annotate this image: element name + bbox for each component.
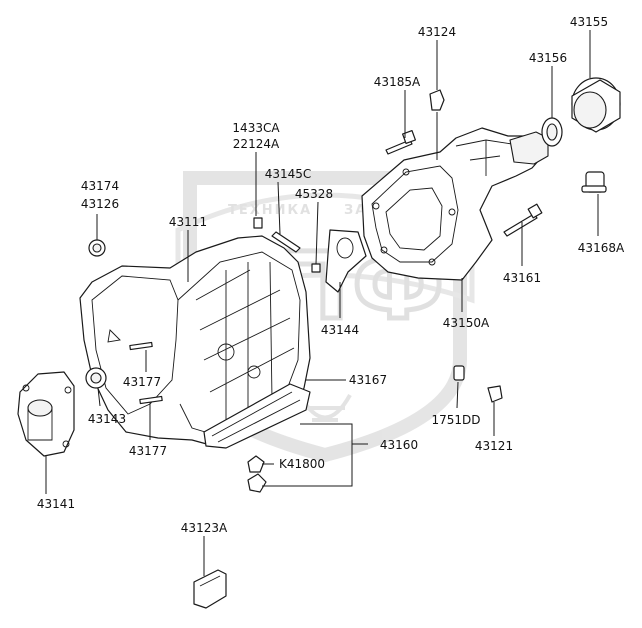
part-labels: 43124 43155 43156 43185A 1433CA 22124A 4…	[37, 15, 625, 535]
label-43121: 43121	[475, 439, 513, 453]
label-45328: 45328	[295, 187, 333, 201]
label-1751dd: 1751DD	[431, 413, 480, 427]
oil-pan	[203, 383, 311, 449]
bell-housing	[79, 235, 311, 447]
label-43123a: 43123A	[181, 521, 228, 535]
label-43174: 43174	[81, 179, 119, 193]
label-43124: 43124	[418, 25, 456, 39]
label-43144: 43144	[321, 323, 359, 337]
leader-lines	[45, 30, 599, 576]
front-cover	[17, 371, 75, 457]
label-k41800: K41800	[279, 457, 325, 471]
label-43167: 43167	[349, 373, 387, 387]
label-43168a: 43168A	[578, 241, 625, 255]
watermark-left-word: ТЕХНИКА	[228, 203, 312, 218]
label-43126: 43126	[81, 197, 119, 211]
label-43141: 43141	[37, 497, 75, 511]
label-43111: 43111	[169, 215, 207, 229]
label-43143: 43143	[88, 412, 126, 426]
label-43161: 43161	[503, 271, 541, 285]
label-43145c: 43145C	[265, 167, 312, 181]
label-43185a: 43185A	[374, 75, 421, 89]
label-22124a: 22124A	[233, 137, 280, 151]
label-43156: 43156	[529, 51, 567, 65]
label-43177-lower: 43177	[129, 444, 167, 458]
label-43150a: 43150A	[443, 316, 490, 330]
label-43177-upper: 43177	[123, 375, 161, 389]
label-43160: 43160	[380, 438, 418, 452]
rear-housing	[361, 127, 549, 281]
label-1433ca: 1433CA	[232, 121, 280, 135]
label-43155: 43155	[570, 15, 608, 29]
small-parts	[85, 77, 621, 609]
